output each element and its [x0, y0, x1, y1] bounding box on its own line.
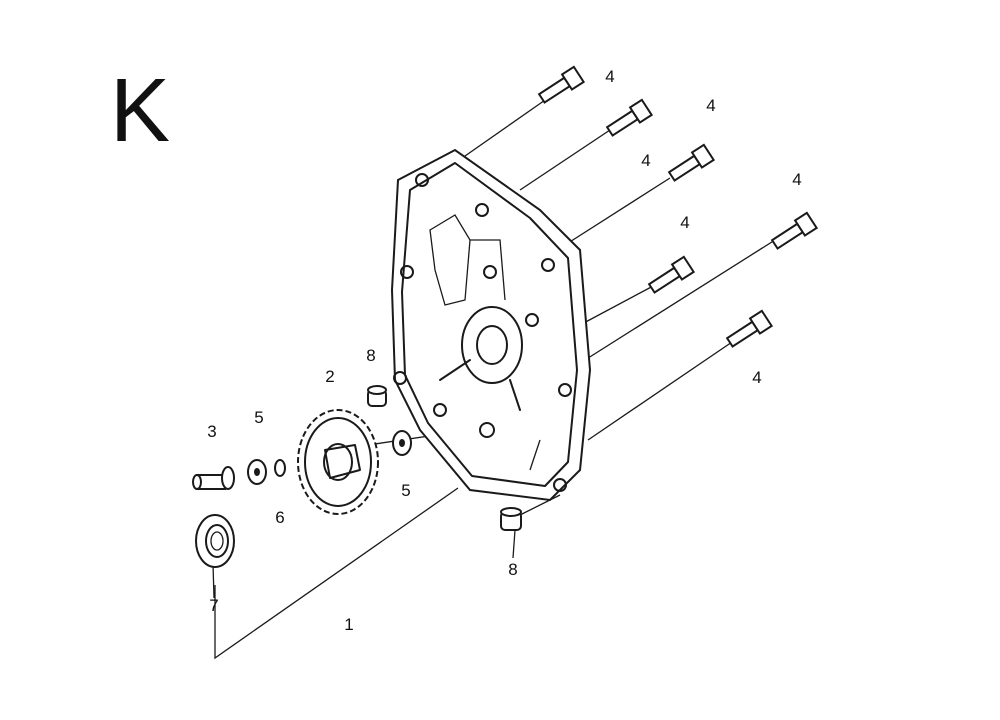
crankcase-cover [390, 148, 592, 502]
bolt-4f [725, 309, 774, 348]
callout-4b: 4 [641, 151, 651, 170]
bolt-4d [647, 255, 696, 294]
clip [274, 459, 286, 477]
bolt-4c [667, 143, 716, 182]
callout-4c: 4 [706, 96, 716, 115]
callout-4f: 4 [752, 368, 762, 387]
bolt-4e [770, 211, 819, 250]
callout-8b: 8 [508, 560, 518, 579]
callout-4d: 4 [680, 213, 690, 232]
callout-3: 3 [207, 422, 217, 441]
callout-8a: 8 [366, 346, 376, 365]
governor-shaft [192, 466, 235, 490]
bolt-4b [605, 98, 654, 137]
callout-7: 7 [209, 596, 219, 615]
dowel-pin-lower [500, 507, 522, 531]
callout-4a: 4 [605, 67, 615, 86]
washer-right [392, 430, 412, 456]
bolt-4a [537, 65, 586, 104]
oil-seal [195, 514, 235, 568]
callout-1: 1 [344, 615, 354, 634]
washer-left [247, 459, 267, 485]
callout-6: 6 [275, 508, 285, 527]
callout-4e: 4 [792, 170, 802, 189]
dowel-pin-upper [367, 385, 387, 407]
callout-2: 2 [325, 367, 335, 386]
section-letter: K [110, 61, 171, 161]
callout-5b: 5 [401, 481, 411, 500]
callout-5a: 5 [254, 408, 264, 427]
governor-gear [297, 409, 379, 515]
